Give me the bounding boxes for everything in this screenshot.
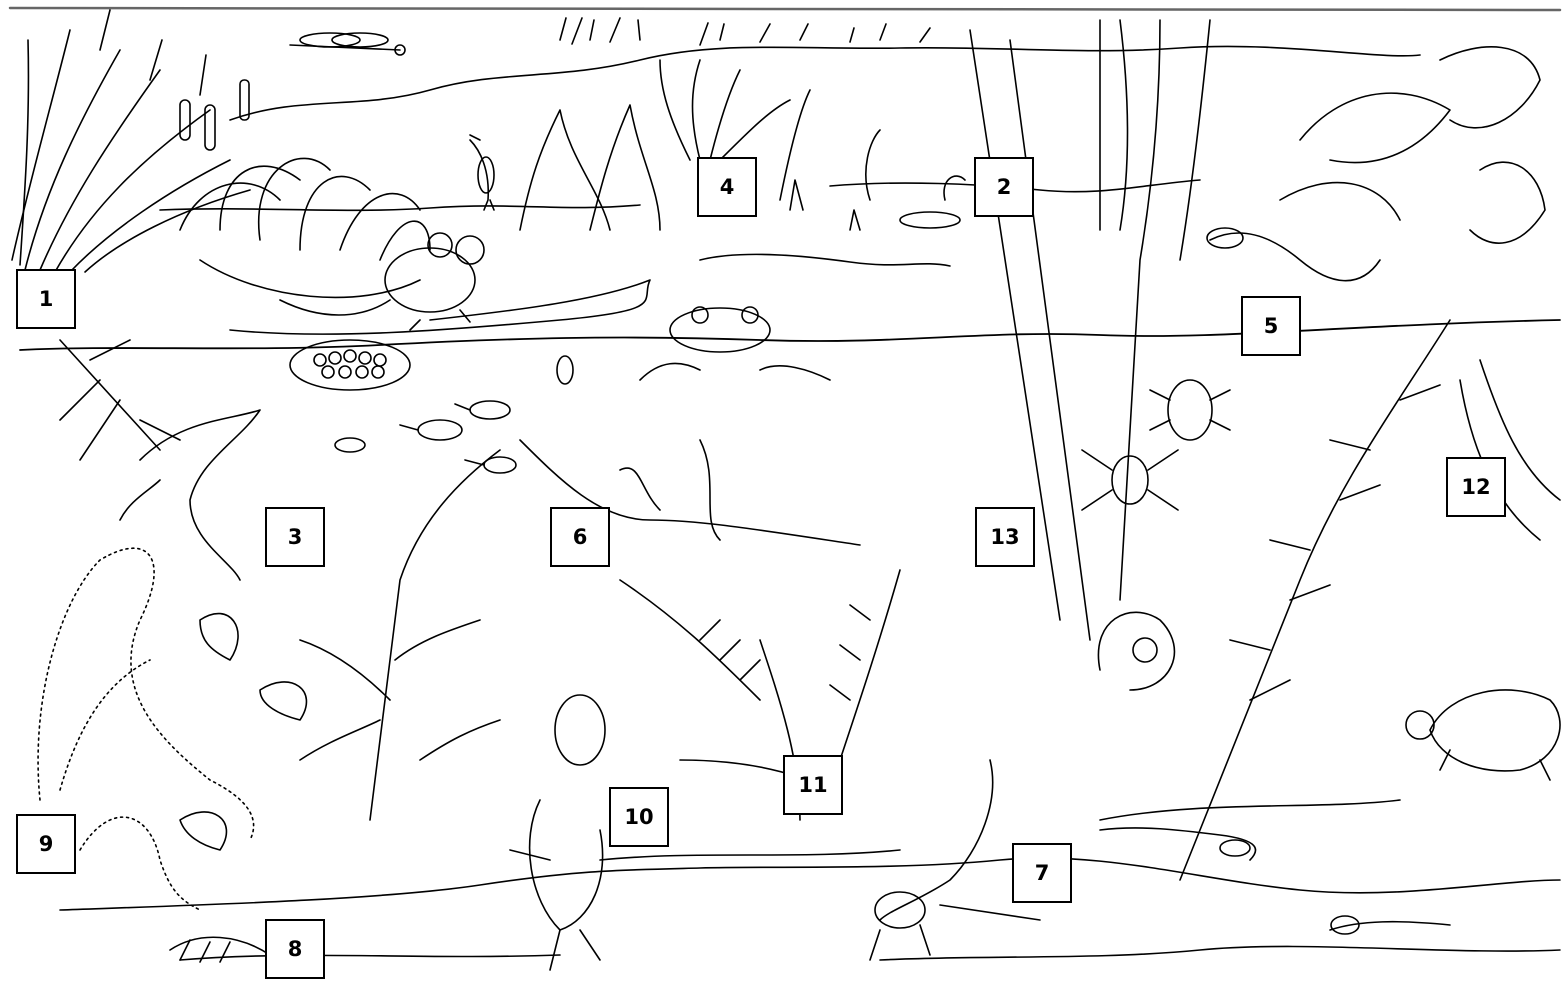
salamander [1100, 828, 1256, 860]
arrowhead-leaves [180, 614, 306, 850]
pond-snail [1098, 612, 1174, 690]
water-spider [1082, 450, 1178, 510]
label-3: 3 [265, 507, 325, 567]
turtle [1406, 690, 1560, 780]
shoreline-shrub [1280, 47, 1545, 243]
dragonfly [290, 33, 405, 55]
label-1: 1 [16, 269, 76, 329]
label-5: 5 [1241, 296, 1301, 356]
top-edge-line [10, 8, 1560, 10]
streaming-waterweed [1180, 320, 1560, 880]
bullfrog [280, 233, 484, 330]
newt [120, 410, 260, 580]
frog-egg-mass [290, 340, 410, 390]
label-6: 6 [550, 507, 610, 567]
water-snake [1207, 228, 1380, 281]
water-lily [180, 158, 430, 297]
label-12: 12 [1446, 457, 1506, 517]
label-4: 4 [697, 157, 757, 217]
water-milfoil [620, 570, 900, 820]
label-13: 13 [975, 507, 1035, 567]
waterweed [300, 450, 500, 820]
arrowhead-plants [520, 105, 660, 230]
floating-log [230, 280, 650, 334]
water-surface [20, 320, 1560, 350]
giant-water-bug [510, 695, 605, 970]
cattail-reeds [12, 10, 250, 272]
crayfish [1330, 916, 1450, 934]
caddisfly-larva [170, 937, 270, 962]
surface-frog [640, 307, 830, 380]
label-8: 8 [265, 919, 325, 979]
heron [470, 135, 494, 210]
diving-beetle [1150, 380, 1230, 440]
label-9: 9 [16, 814, 76, 874]
label-2: 2 [974, 157, 1034, 217]
label-10: 10 [609, 787, 669, 847]
label-11: 11 [783, 755, 843, 815]
label-7: 7 [1012, 843, 1072, 903]
tadpoles [335, 356, 573, 473]
aquatic-grass-tuft [660, 60, 790, 160]
